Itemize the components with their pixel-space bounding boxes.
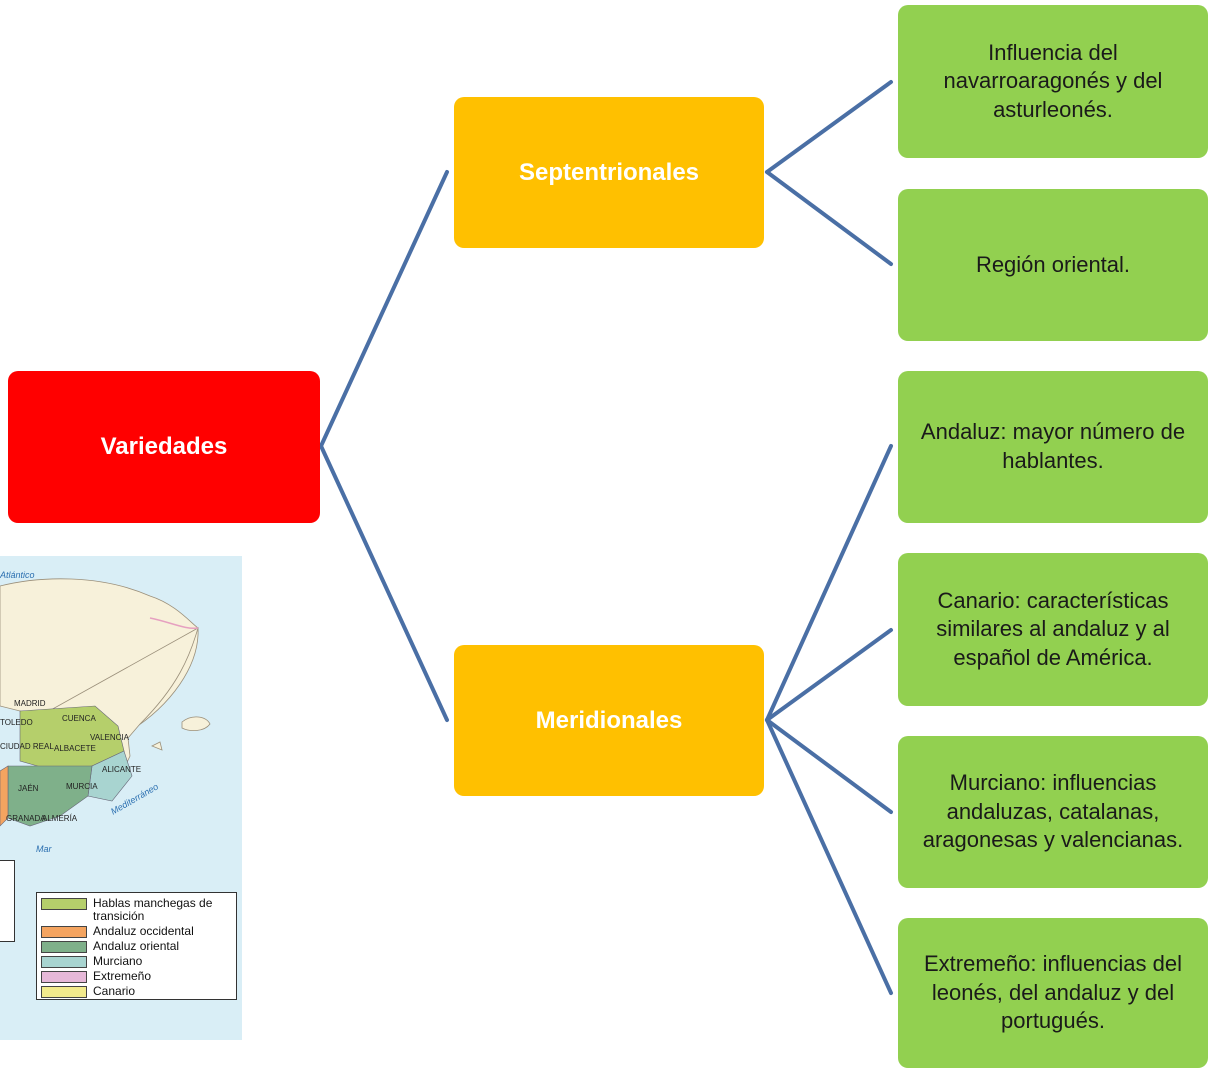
legend-swatch (41, 956, 87, 968)
legend-swatch (41, 986, 87, 998)
region-andaluz-occidental (0, 765, 9, 827)
legend-item-andaluz-occidental: Andaluz occidental (41, 925, 232, 938)
map-label-madrid: MADRID (14, 699, 46, 708)
legend-item-andaluz-oriental: Andaluz oriental (41, 940, 232, 953)
legend-item-murciano: Murciano (41, 955, 232, 968)
leaf-node-text: Extremeño: influencias del leonés, del a… (923, 951, 1183, 1034)
branch-node-meridionales: Meridionales (454, 645, 764, 796)
dialect-map: Atlántico MADRID CUENCA TOLEDO CIUDAD RE… (0, 556, 242, 1040)
legend-label: Andaluz oriental (93, 939, 180, 953)
connector-merid-leaf-4 (765, 628, 893, 722)
connector-sept-leaf-2 (765, 170, 893, 266)
map-label-cuenca: CUENCA (62, 714, 96, 723)
map-label-murcia: MURCIA (66, 782, 98, 791)
connector-sept-leaf-1 (765, 80, 893, 174)
island-mallorca (181, 716, 211, 732)
legend-swatch (41, 926, 87, 938)
map-label-valencia: VALENCIA (90, 733, 129, 742)
leaf-node-murciano: Murciano: influencias andaluzas, catalan… (898, 736, 1208, 888)
leaf-node-text: Región oriental. (975, 251, 1131, 277)
map-legend: Hablas manchegas de transición Andaluz o… (36, 892, 237, 1000)
legend-label: Hablas manchegas de transición (93, 896, 213, 923)
root-node-variedades: Variedades (8, 371, 320, 523)
legend-swatch (41, 898, 87, 910)
legend-label: Canario (93, 984, 136, 998)
leaf-node-andaluz: Andaluz: mayor número de hablantes. (898, 371, 1208, 523)
branch-node-septentrionales: Septentrionales (454, 97, 764, 248)
connector-root-meridionales (319, 444, 449, 722)
map-label-alicante: ALICANTE (102, 765, 142, 774)
legend-item-manchego: Hablas manchegas de transición (41, 897, 232, 923)
legend-label: Murciano (93, 954, 143, 968)
leaf-node-text: Influencia del navarroaragonés y del ast… (943, 39, 1163, 122)
root-node-label: Variedades (100, 433, 228, 460)
map-drawing (0, 578, 211, 827)
leaf-node-canario: Canario: características similares al an… (898, 553, 1208, 706)
map-label-almeria: ALMERÍA (42, 814, 78, 823)
map-label-granada: GRANADA (6, 814, 46, 823)
legend-swatch (41, 971, 87, 983)
map-label-toledo: TOLEDO (0, 718, 33, 727)
legend-item-canario: Canario (41, 985, 232, 998)
legend-label: Extremeño (93, 969, 152, 983)
leaf-node-text: Andaluz: mayor número de hablantes. (920, 419, 1186, 473)
border-france (149, 617, 199, 630)
legend-swatch (41, 941, 87, 953)
leaf-node-navarroaragones: Influencia del navarroaragonés y del ast… (898, 5, 1208, 158)
sea-label-atlantico: Atlántico (0, 570, 35, 580)
connector-merid-leaf-3 (765, 444, 893, 722)
branch-node-label: Septentrionales (518, 158, 700, 186)
connector-root-septentrionales (319, 170, 449, 448)
island-ibiza (151, 741, 163, 751)
canarias-inset (0, 860, 15, 942)
legend-label: Andaluz occidental (93, 924, 194, 938)
connector-merid-leaf-5 (765, 718, 893, 814)
leaf-node-text: Murciano: influencias andaluzas, catalan… (922, 770, 1184, 853)
branch-node-label: Meridionales (535, 706, 683, 734)
sea-label-mar: Mar (36, 844, 52, 854)
leaf-node-extremeno: Extremeño: influencias del leonés, del a… (898, 918, 1208, 1068)
leaf-node-region-oriental: Región oriental. (898, 189, 1208, 341)
leaf-node-text: Canario: características similares al an… (936, 587, 1170, 670)
legend-item-extremeno: Extremeño (41, 970, 232, 983)
connector-merid-leaf-6 (765, 718, 893, 995)
map-label-jaen: JAÉN (18, 784, 39, 793)
map-label-albacete: ALBACETE (54, 744, 96, 753)
map-label-ciudad-real: CIUDAD REAL (0, 742, 54, 751)
